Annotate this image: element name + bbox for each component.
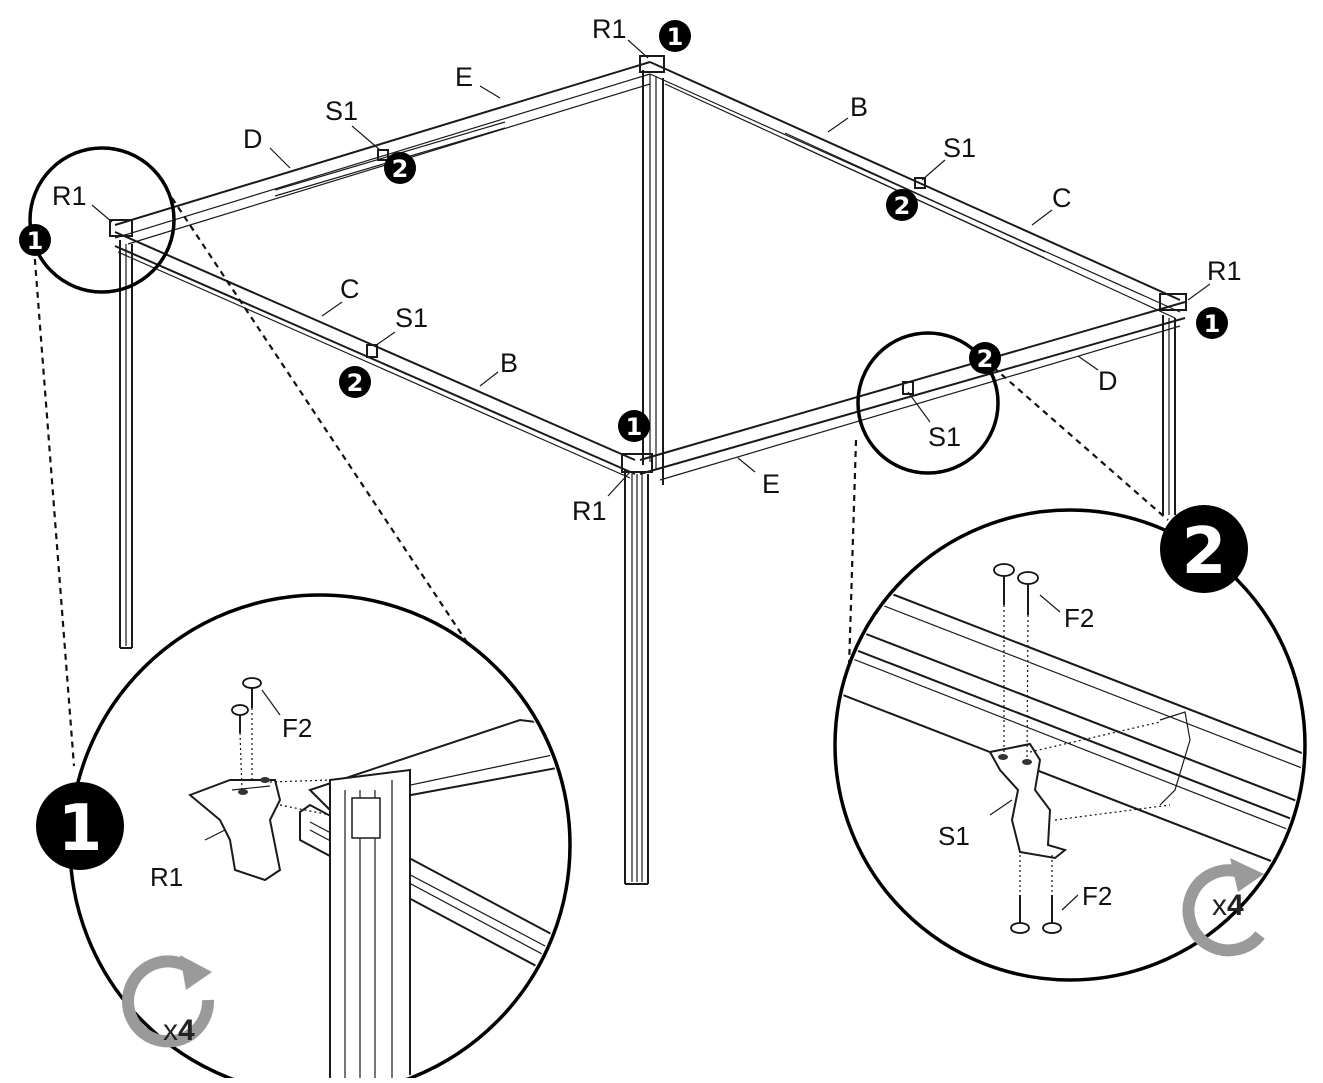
leader-line — [984, 359, 1169, 521]
label-d: D — [1098, 366, 1118, 396]
label-s1: S1 — [943, 133, 976, 163]
part-labels: R1 R1 R1 R1 E E D D B B C C S1 S1 S1 S1 … — [52, 14, 1242, 911]
zoom-ring-corner — [28, 146, 176, 294]
label-leaders — [91, 39, 1211, 497]
svg-text:1: 1 — [667, 23, 684, 51]
splice-plate-back-right — [914, 177, 926, 189]
label-f2: F2 — [1064, 603, 1094, 633]
rotate-arrow-icon — [1182, 858, 1265, 957]
label-c: C — [1052, 183, 1072, 213]
svg-text:2: 2 — [1182, 515, 1227, 589]
detail-splice-plate — [838, 563, 1302, 934]
rotate-arrow-icon — [122, 955, 215, 1048]
label-r1: R1 — [592, 14, 627, 44]
step-2-badge: 2 — [339, 366, 371, 398]
label-f2: F2 — [1082, 881, 1112, 911]
corner-bracket-right — [1159, 293, 1187, 311]
svg-text:2: 2 — [894, 192, 911, 220]
repeat-count: x4 — [163, 1014, 195, 1047]
step-badges: 1 1 1 1 2 2 2 2 — [19, 20, 1248, 870]
label-s1: S1 — [395, 303, 428, 333]
svg-text:2: 2 — [392, 155, 409, 183]
label-e: E — [455, 62, 473, 92]
label-s1: S1 — [928, 422, 961, 452]
label-r1: R1 — [1207, 256, 1242, 286]
leader-line — [32, 247, 76, 767]
label-f2: F2 — [282, 713, 312, 743]
detail-2-badge: 2 — [1160, 505, 1248, 593]
svg-text:1: 1 — [27, 227, 44, 255]
corner-bracket-front — [621, 453, 653, 473]
splice-plate-back-left — [377, 149, 389, 161]
step-2-badge: 2 — [886, 189, 918, 221]
corner-bracket-back — [639, 55, 665, 73]
step-2-badge: 2 — [384, 152, 416, 184]
step-1-badge: 1 — [659, 20, 691, 52]
post-right — [1162, 315, 1176, 515]
detail-circle-splice — [833, 508, 1307, 982]
step-1-badge: 1 — [618, 410, 650, 442]
post-left — [119, 240, 133, 649]
detail-corner-bracket — [188, 677, 567, 1083]
step-1-badge: 1 — [1196, 307, 1228, 339]
repeat-x4-splice: x4 — [1182, 858, 1265, 957]
label-c: C — [340, 274, 360, 304]
svg-text:2: 2 — [347, 369, 364, 397]
screw-icon — [993, 563, 1039, 761]
svg-text:1: 1 — [626, 413, 643, 441]
beam-c-b-front-left — [114, 231, 636, 479]
label-e: E — [762, 469, 780, 499]
label-s1: S1 — [325, 96, 358, 126]
splice-plate-front-right — [902, 381, 914, 395]
label-d: D — [243, 124, 263, 154]
svg-text:1: 1 — [58, 792, 103, 866]
step-1-badge: 1 — [19, 224, 51, 256]
repeat-x4-corner: x4 — [122, 955, 215, 1048]
svg-text:1: 1 — [1204, 310, 1221, 338]
label-r1: R1 — [52, 181, 87, 211]
label-b: B — [850, 92, 868, 122]
label-r1: R1 — [150, 862, 183, 892]
label-s1: S1 — [938, 821, 970, 851]
beam-b-c-back-right — [649, 61, 1181, 319]
label-b: B — [500, 348, 518, 378]
post-front — [624, 470, 649, 885]
svg-text:2: 2 — [977, 345, 994, 373]
beam-d-e-back-left — [114, 61, 651, 245]
splice-plate-front-left — [366, 344, 378, 358]
repeat-count: x4 — [1212, 889, 1244, 922]
gazebo-frame — [109, 55, 1187, 885]
leader-line — [171, 197, 493, 681]
zoom-ring-splice — [856, 331, 1000, 475]
corner-bracket-left — [109, 219, 133, 237]
step-2-badge: 2 — [969, 342, 1001, 374]
screw-icon — [1010, 855, 1062, 934]
detail-1-badge: 1 — [36, 782, 124, 870]
post-back — [642, 70, 664, 485]
screw-icon — [231, 677, 262, 791]
label-r1: R1 — [572, 496, 607, 526]
